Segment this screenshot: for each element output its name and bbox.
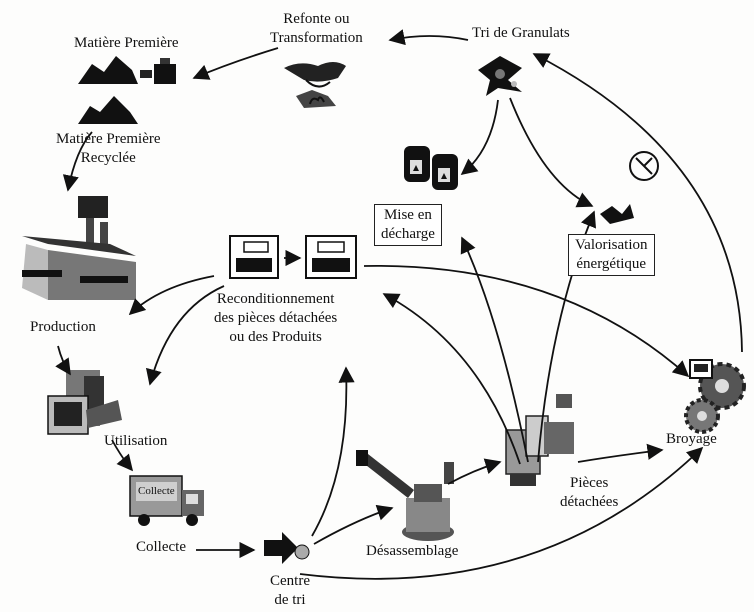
label-matiere-premiere-recyclee-line1: Matière Première — [56, 131, 161, 147]
label-valorisation-energetique: Valorisation énergétique — [568, 234, 655, 276]
label-refonte-transformation: Refonte ou Transformation — [270, 10, 363, 48]
label-mise-en-decharge: Mise en décharge — [374, 204, 442, 246]
arrow-pieces-to-landfill — [460, 236, 529, 463]
label-refonte-line1: Refonte ou — [283, 11, 350, 27]
label-valorisation-line1: Valorisation — [575, 237, 648, 253]
label-collecte: Collecte — [136, 539, 186, 555]
landfill-barrels-icon — [404, 146, 458, 190]
arrow-desassemblage-to-pieces — [447, 458, 502, 485]
arrow-centre-to-desassemblage — [313, 504, 394, 545]
truck-sign: Collecte — [136, 482, 177, 501]
label-broyage: Broyage — [666, 431, 717, 447]
disassembly-robot-icon — [356, 450, 454, 541]
arrow-refonte-to-raw-material — [192, 47, 279, 80]
label-pieces-line2: détachées — [560, 494, 619, 510]
label-reconditionnement: Reconditionnement des pièces détachées o… — [214, 290, 337, 347]
label-recond-line2: des pièces détachées — [214, 310, 338, 326]
arrow-centre-to-recond — [311, 366, 355, 537]
arrow-sorting-to-landfill — [460, 99, 499, 176]
melting-crucible-icon — [284, 62, 346, 108]
arrow-recond-to-broyage — [363, 265, 690, 378]
label-valorisation-line2: énergétique — [576, 256, 647, 272]
reconditioning-machine-icon — [229, 235, 357, 279]
label-matiere-premiere: Matière Première — [74, 35, 179, 51]
recycled-material-mountain-icon — [78, 96, 138, 124]
energy-recovery-icon — [600, 151, 659, 224]
factory-icon — [22, 196, 136, 300]
label-utilisation: Utilisation — [104, 433, 168, 449]
arrow-production-to-utilisation — [55, 345, 71, 376]
product-computer-icon — [47, 370, 122, 435]
raw-material-mountain-icon — [78, 56, 176, 84]
label-tri-granulats: Tri de Granulats — [472, 25, 570, 41]
label-matiere-premiere-recyclee-line2: Recyclée — [80, 150, 136, 166]
label-pieces-line1: Pièces — [569, 475, 609, 491]
label-centre-line2: de tri — [274, 592, 306, 608]
sorting-center-icon — [264, 532, 310, 564]
label-production: Production — [30, 319, 96, 335]
arrow-sorting-to-refonte — [388, 29, 469, 46]
label-pieces-detachees: Pièces détachées — [560, 474, 618, 512]
arrow-sorting-to-energy — [509, 97, 594, 208]
label-recond-line3: ou des Produits — [229, 329, 322, 345]
arrow-pieces-to-broyage — [577, 443, 664, 463]
arrow-pieces-to-recond — [382, 293, 521, 465]
arrow-broyage-to-sorting — [532, 53, 743, 353]
arrow-recond-to-production — [128, 275, 215, 316]
label-desassemblage: Désassemblage — [366, 543, 459, 559]
crushing-gears-icon — [684, 359, 746, 434]
label-matiere-premiere-recyclee: Matière Première Recyclée — [56, 130, 161, 168]
label-decharge-line2: décharge — [381, 226, 435, 242]
label-centre-de-tri: Centre de tri — [270, 572, 310, 610]
granulate-sorting-icon — [478, 56, 522, 96]
label-decharge-line1: Mise en — [383, 207, 432, 223]
arrow-centre-to-broyage — [299, 446, 704, 580]
arrow-recond-to-utilisation — [145, 285, 225, 386]
label-refonte-line2: Transformation — [270, 30, 363, 46]
arrow-recycled-to-factory — [62, 131, 93, 192]
arrow-utilisation-to-collecte — [111, 439, 134, 472]
label-centre-line1: Centre — [270, 573, 310, 589]
label-recond-line1: Reconditionnement — [216, 291, 335, 307]
